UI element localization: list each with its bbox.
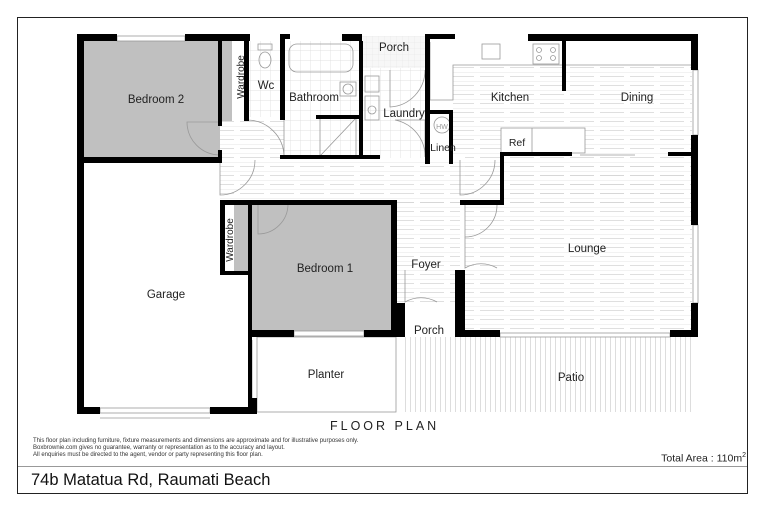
label-lounge: Lounge	[568, 243, 606, 255]
sink-icon	[481, 43, 501, 60]
toilet-icon	[258, 51, 272, 69]
label-bathroom: Bathroom	[289, 92, 339, 104]
label-wc: Wc	[258, 80, 275, 92]
label-hw: HW	[436, 124, 448, 131]
door-swing	[186, 121, 221, 156]
label-porch-bottom: Porch	[414, 325, 444, 337]
label-garage: Garage	[147, 289, 185, 301]
disclaimer-line: All enquiries must be directed to the ag…	[33, 452, 263, 458]
label-foyer: Foyer	[411, 259, 441, 271]
bedroom1-floor	[252, 204, 391, 332]
total-area: Total Area : 110m2	[661, 452, 746, 465]
bedroom2-floor	[84, 41, 220, 159]
plan-title: FLOOR PLAN	[330, 419, 440, 433]
label-linen: Linen	[430, 142, 456, 154]
property-address: 74b Matatua Rd, Raumati Beach	[31, 471, 271, 489]
label-wardrobe-mid: Wardrobe	[225, 218, 236, 262]
laundry-tub-icon	[364, 75, 380, 93]
washer-icon	[364, 95, 380, 121]
label-wardrobe-top: Wardrobe	[236, 55, 247, 99]
label-porch-top: Porch	[379, 42, 409, 54]
total-area-unit-sup: 2	[742, 452, 746, 459]
label-planter: Planter	[308, 369, 345, 381]
disclaimer: This floor plan including furniture, fix…	[33, 438, 453, 459]
room-labels: Bedroom 2 Wardrobe Wc Bathroom Porch Lau…	[128, 42, 653, 384]
label-kitchen: Kitchen	[491, 92, 529, 104]
label-ref: Ref	[509, 137, 525, 149]
disclaimer-line: This floor plan including furniture, fix…	[33, 438, 359, 444]
label-bedroom2: Bedroom 2	[128, 94, 184, 106]
footer-divider	[18, 466, 747, 467]
basin-icon	[339, 81, 357, 97]
label-dining: Dining	[621, 92, 654, 104]
label-patio: Patio	[558, 372, 584, 384]
bathtub-icon	[288, 43, 354, 73]
disclaimer-line: Boxbrownie.com gives no guarantee, warra…	[33, 445, 285, 451]
walls	[77, 34, 698, 414]
fixtures	[99, 35, 699, 419]
label-bedroom1: Bedroom 1	[297, 263, 353, 275]
total-area-label: Total Area : 110m	[661, 452, 743, 465]
label-laundry: Laundry	[383, 108, 425, 120]
cooktop-icon	[532, 43, 560, 65]
